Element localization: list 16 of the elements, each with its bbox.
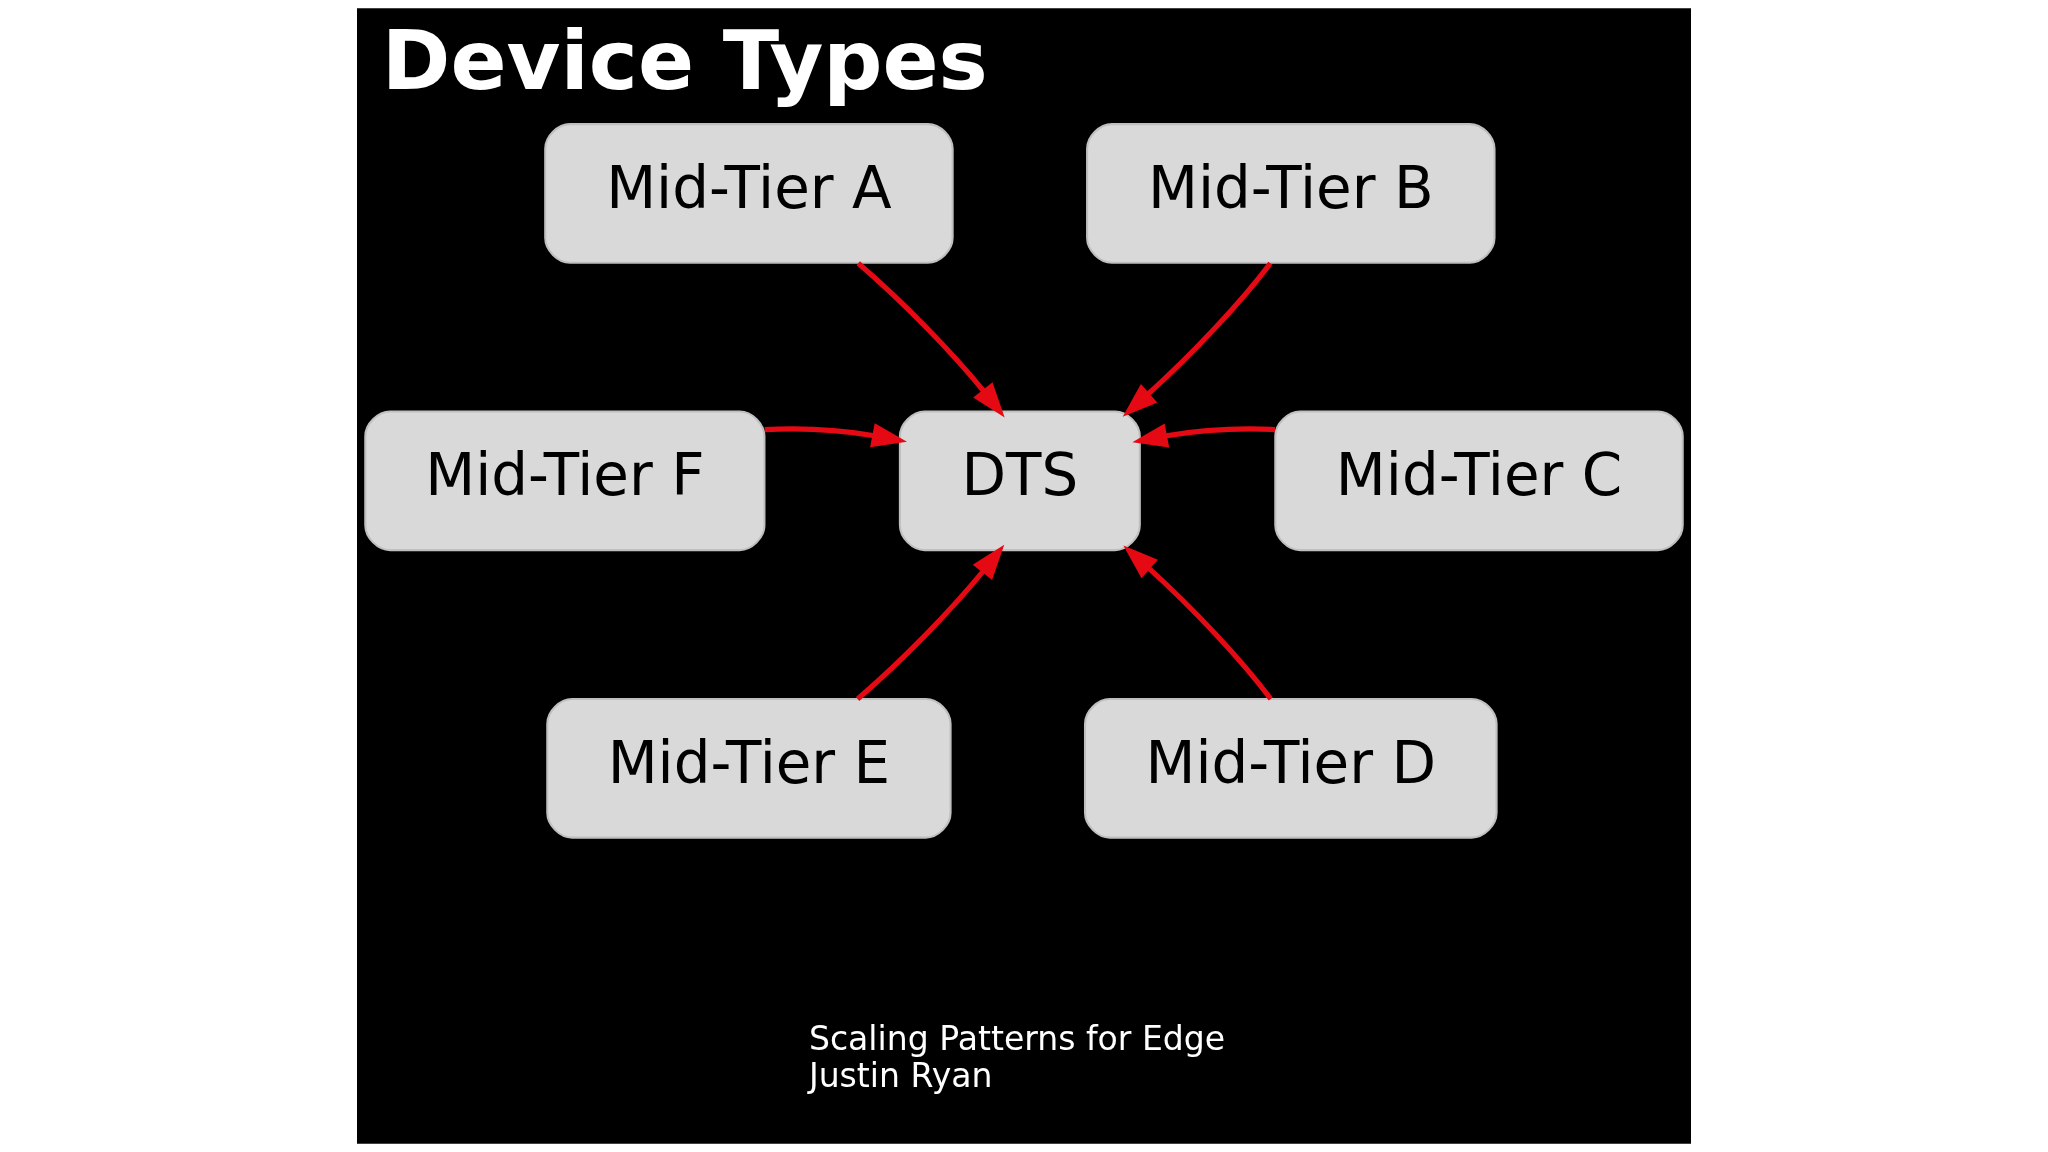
arrow: [1123, 545, 1273, 701]
node-box: Mid-Tier D: [1083, 698, 1498, 839]
arrow: [764, 423, 907, 448]
node-box: Mid-Tier F: [364, 410, 766, 552]
node-box: DTS: [898, 410, 1141, 552]
arrow: [1122, 261, 1273, 417]
node-box: Mid-Tier C: [1274, 410, 1684, 552]
label: Scaling Patterns for Edge: [808, 1019, 1226, 1059]
label: Justin Ryan: [808, 1056, 993, 1096]
arrow: [855, 544, 1005, 701]
arrow: [1132, 423, 1276, 448]
arrow: [856, 261, 1005, 418]
node-box: Mid-Tier A: [544, 123, 954, 264]
diagram-title: Device Types: [381, 11, 988, 109]
node-box: Mid-Tier B: [1086, 123, 1496, 264]
node-box: Mid-Tier E: [546, 698, 952, 839]
